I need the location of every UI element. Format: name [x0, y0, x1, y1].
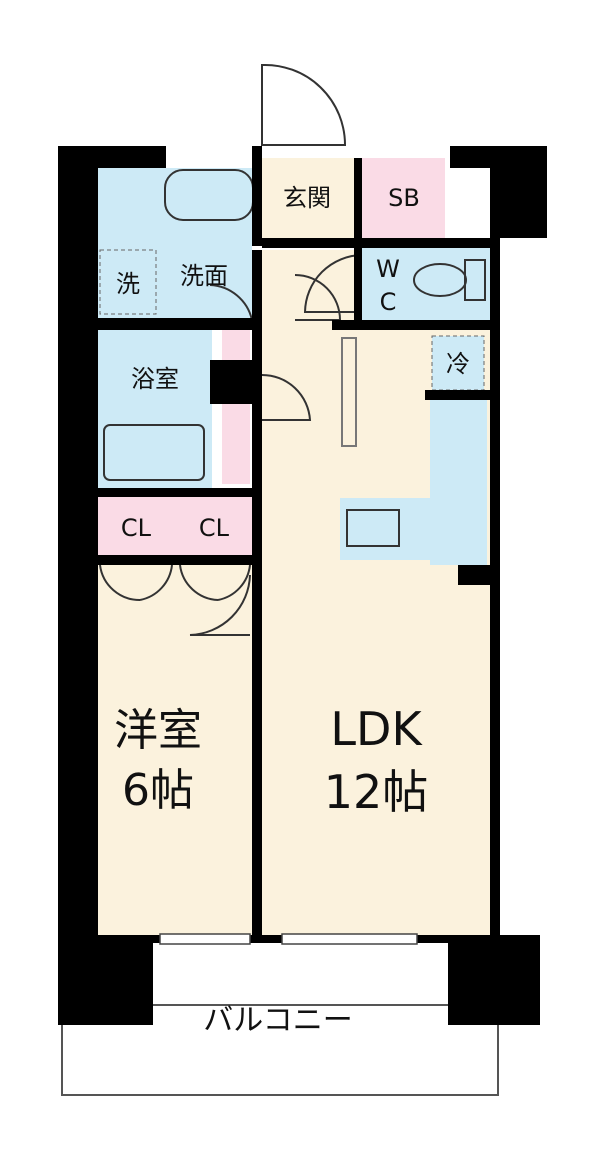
- toilet-bowl: [413, 263, 467, 297]
- toilet-label-w: W: [376, 255, 400, 283]
- ldk-name: LDK: [330, 702, 423, 756]
- entrance-floor: [262, 158, 354, 238]
- western-room-size: 6帖: [122, 765, 194, 816]
- kitchen-sink: [346, 509, 400, 547]
- front-door: [261, 63, 347, 146]
- western-room-door: [189, 574, 251, 636]
- toilet-door: [303, 254, 363, 313]
- windows: [159, 933, 418, 945]
- fridge-label: 冷: [446, 350, 470, 378]
- balcony-label: バルコニー: [203, 1003, 352, 1038]
- closet-door-1: [99, 564, 173, 602]
- kitchen-island: [340, 498, 430, 560]
- hallway-floor: [250, 250, 362, 330]
- ldk-door: [261, 373, 312, 421]
- fridge-space: [431, 335, 485, 391]
- walls: [58, 146, 547, 1025]
- washer-space: [99, 249, 157, 315]
- entrance-label: 玄関: [283, 184, 331, 212]
- closet-floor: [97, 497, 252, 555]
- ldk-size: 12帖: [324, 765, 429, 819]
- storage-small-1: [222, 330, 250, 360]
- storage-shelf: [341, 337, 357, 447]
- kitchen-counter: [430, 400, 487, 565]
- storage-small-2: [222, 404, 250, 484]
- bathtub: [103, 424, 205, 481]
- shoe-box-floor: [362, 158, 445, 238]
- washer-label: 洗: [116, 270, 140, 298]
- closet-label-1: CL: [121, 514, 152, 542]
- bathroom-label: 浴室: [131, 365, 179, 393]
- shoe-box-label: SB: [388, 184, 420, 212]
- bathroom-floor: [97, 330, 212, 490]
- closet-label-2: CL: [199, 514, 230, 542]
- toilet-label-c: C: [380, 288, 397, 316]
- washroom-label: 洗面: [180, 262, 228, 290]
- western-room-name: 洋室: [114, 705, 202, 756]
- closet-door-2: [179, 564, 251, 601]
